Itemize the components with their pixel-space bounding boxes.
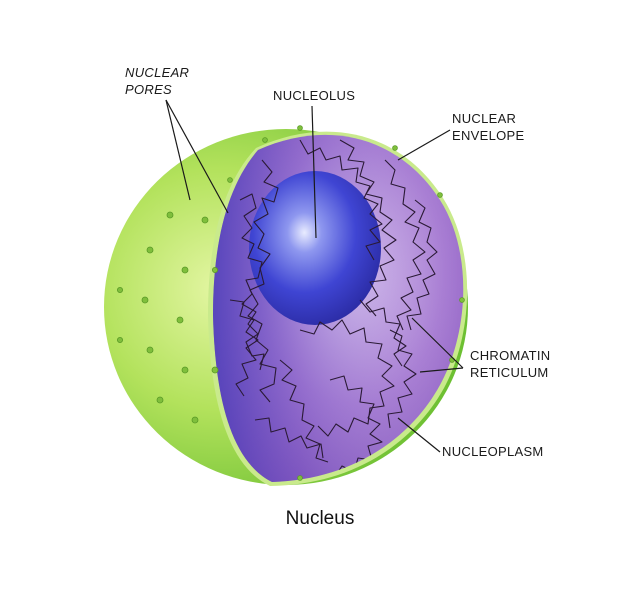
figure-caption: Nucleus: [0, 508, 640, 530]
label-nuclear-pores-line1: NUCLEAR: [125, 64, 189, 81]
label-nuclear-envelope-line1: NUCLEAR: [452, 110, 524, 127]
label-nucleoplasm-text: NUCLEOPLASM: [442, 443, 544, 460]
label-nuclear-envelope-line2: ENVELOPE: [452, 127, 524, 144]
label-nucleoplasm: NUCLEOPLASM: [442, 443, 544, 460]
label-chromatin-reticulum-line1: CHROMATIN: [470, 347, 550, 364]
label-nucleolus-text: NUCLEOLUS: [273, 87, 355, 104]
label-nuclear-pores-line2: PORES: [125, 81, 189, 98]
label-chromatin-reticulum-line2: RETICULUM: [470, 364, 550, 381]
leader-nuclear-envelope: [398, 130, 450, 160]
label-chromatin-reticulum: CHROMATIN RETICULUM: [470, 347, 550, 381]
label-nuclear-envelope: NUCLEAR ENVELOPE: [452, 110, 524, 144]
label-nucleolus: NUCLEOLUS: [273, 87, 355, 104]
label-nuclear-pores: NUCLEAR PORES: [125, 64, 189, 98]
